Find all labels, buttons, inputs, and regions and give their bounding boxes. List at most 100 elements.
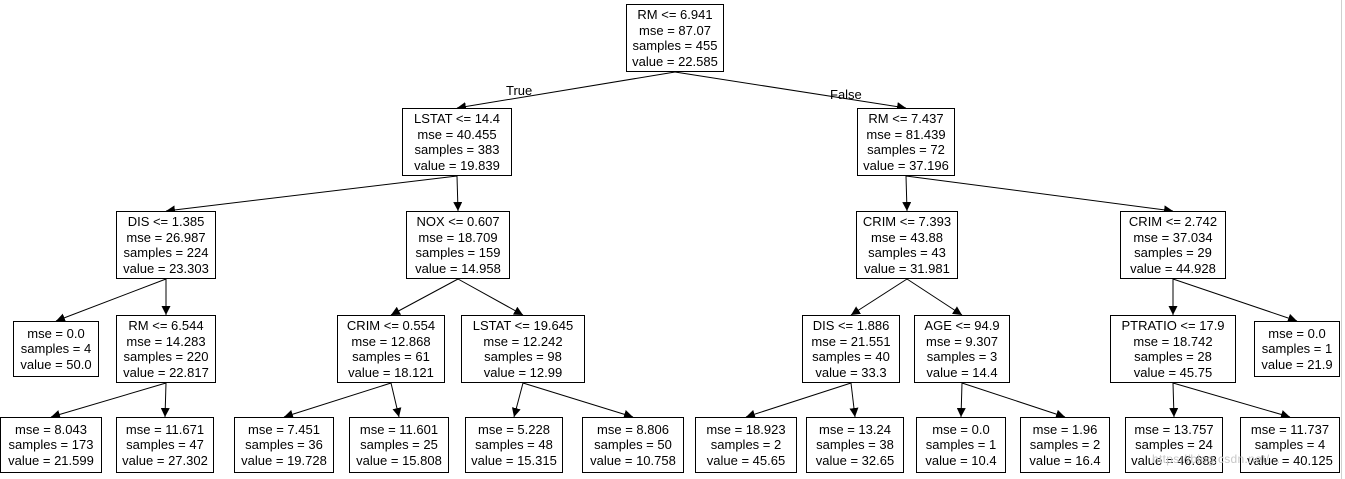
node-text-line: mse = 0.0 [27, 325, 85, 341]
watermark: https://blog.csdn.net/... [1152, 452, 1281, 466]
node-text-line: RM <= 6.544 [128, 318, 204, 333]
edge-n5-n12 [906, 278, 963, 316]
node-text-line: value = 22.817 [123, 364, 209, 380]
node-text-line: mse = 13.757 [1134, 421, 1214, 437]
edge-n0-n1 [456, 71, 676, 111]
edge-n9-n17 [283, 382, 392, 419]
node-text-line: mse = 8.043 [15, 421, 87, 437]
node-text-line: DIS <= 1.385 [127, 214, 205, 229]
node-text-line: mse = 11.671 [125, 421, 205, 437]
node-text-line: CRIM <= 0.554 [346, 318, 436, 333]
node-text-line: mse = 12.242 [483, 333, 563, 349]
node-text-line: mse = 7.451 [248, 421, 320, 437]
edge-n10-n19 [511, 382, 524, 418]
edge-n2-n6 [905, 175, 1174, 215]
node-text-line: LSTAT <= 14.4 [414, 111, 500, 126]
node-text-line: samples = 455 [632, 38, 718, 53]
node-text-line: mse = 1.96 [1032, 421, 1098, 437]
node-text-line: mse = 87.07 [639, 22, 711, 38]
node-text-line: value = 10.4 [925, 452, 997, 468]
node-text-line: RM <= 7.437 [868, 111, 944, 126]
node-text-line: mse = 11.601 [359, 421, 439, 437]
edge-n8-n15 [50, 382, 167, 419]
edge-n4-n10 [457, 278, 524, 316]
node-text-line: samples = 43 [868, 245, 946, 260]
scrollbar-edge [1341, 0, 1342, 479]
node-text-line: value = 14.958 [415, 260, 501, 276]
node-text-line: value = 46.688 [1131, 452, 1217, 468]
edge-n12-n24 [961, 382, 1066, 419]
node-text-line: samples = 25 [360, 437, 438, 453]
node-text-line: mse = 13.24 [819, 421, 891, 437]
node-text-line: mse = 37.034 [1133, 229, 1213, 245]
node-text-line: CRIM <= 7.393 [862, 214, 952, 229]
node-text-line: value = 45.75 [1133, 364, 1213, 380]
node-text-line: DIS <= 1.886 [812, 318, 890, 333]
node-text-line: value = 45.65 [706, 452, 786, 468]
node-text-line: value = 27.302 [122, 452, 208, 468]
edge-label-true: True [506, 83, 533, 98]
node-text-line: samples = 173 [8, 437, 94, 453]
node-text-line: RM <= 6.941 [637, 7, 713, 22]
node-text-line: mse = 0.0 [1268, 325, 1326, 341]
edge-n11-n22 [849, 382, 859, 418]
node-text-line: mse = 21.551 [811, 333, 891, 349]
node-text-line: mse = 5.228 [478, 421, 550, 437]
node-text-line: value = 40.125 [1247, 452, 1333, 468]
node-text-line: samples = 29 [1134, 245, 1212, 260]
node-text-line: samples = 4 [1254, 437, 1326, 453]
edge-n6-n14 [1172, 278, 1298, 323]
edge-n3-n7 [55, 278, 167, 322]
node-text-line: value = 23.303 [123, 260, 209, 276]
edge-n13-n26 [1172, 382, 1291, 419]
node-text-line: samples = 61 [352, 349, 430, 364]
edge-n5-n11 [850, 278, 908, 316]
node-text-line: samples = 4 [20, 341, 92, 357]
node-text-line: mse = 0.0 [932, 421, 990, 437]
node-text-line: value = 50.0 [20, 356, 92, 372]
edge-n10-n20 [522, 382, 634, 419]
node-text-line: value = 31.981 [864, 260, 950, 276]
edge-n4-n9 [390, 278, 459, 316]
node-text-line: samples = 2 [710, 437, 782, 453]
node-text-line: mse = 12.868 [351, 333, 431, 349]
node-text-line: PTRATIO <= 17.9 [1121, 318, 1225, 333]
edge-n1-n3 [165, 175, 458, 215]
node-text-line: samples = 48 [475, 437, 553, 453]
node-text-line: value = 37.196 [863, 157, 949, 173]
edge-n2-n5 [902, 175, 912, 212]
node-text-line: mse = 40.455 [417, 126, 497, 142]
node-text-line: samples = 47 [126, 437, 204, 453]
node-text-line: value = 10.758 [590, 452, 676, 468]
node-text-line: samples = 38 [816, 437, 894, 453]
node-text-line: NOX <= 0.607 [416, 214, 500, 229]
edge-n8-n16 [160, 382, 170, 418]
edge-n13-n25 [1169, 382, 1179, 418]
node-text-line: value = 12.99 [483, 364, 563, 380]
node-text-line: mse = 18.923 [706, 421, 786, 437]
node-text-line: value = 21.9 [1261, 356, 1333, 372]
node-text-line: mse = 14.283 [126, 333, 206, 349]
node-text-line: value = 19.839 [414, 157, 500, 173]
node-text-line: samples = 50 [594, 437, 672, 453]
edge-n12-n23 [956, 382, 966, 418]
node-text-line: mse = 26.987 [126, 229, 206, 245]
